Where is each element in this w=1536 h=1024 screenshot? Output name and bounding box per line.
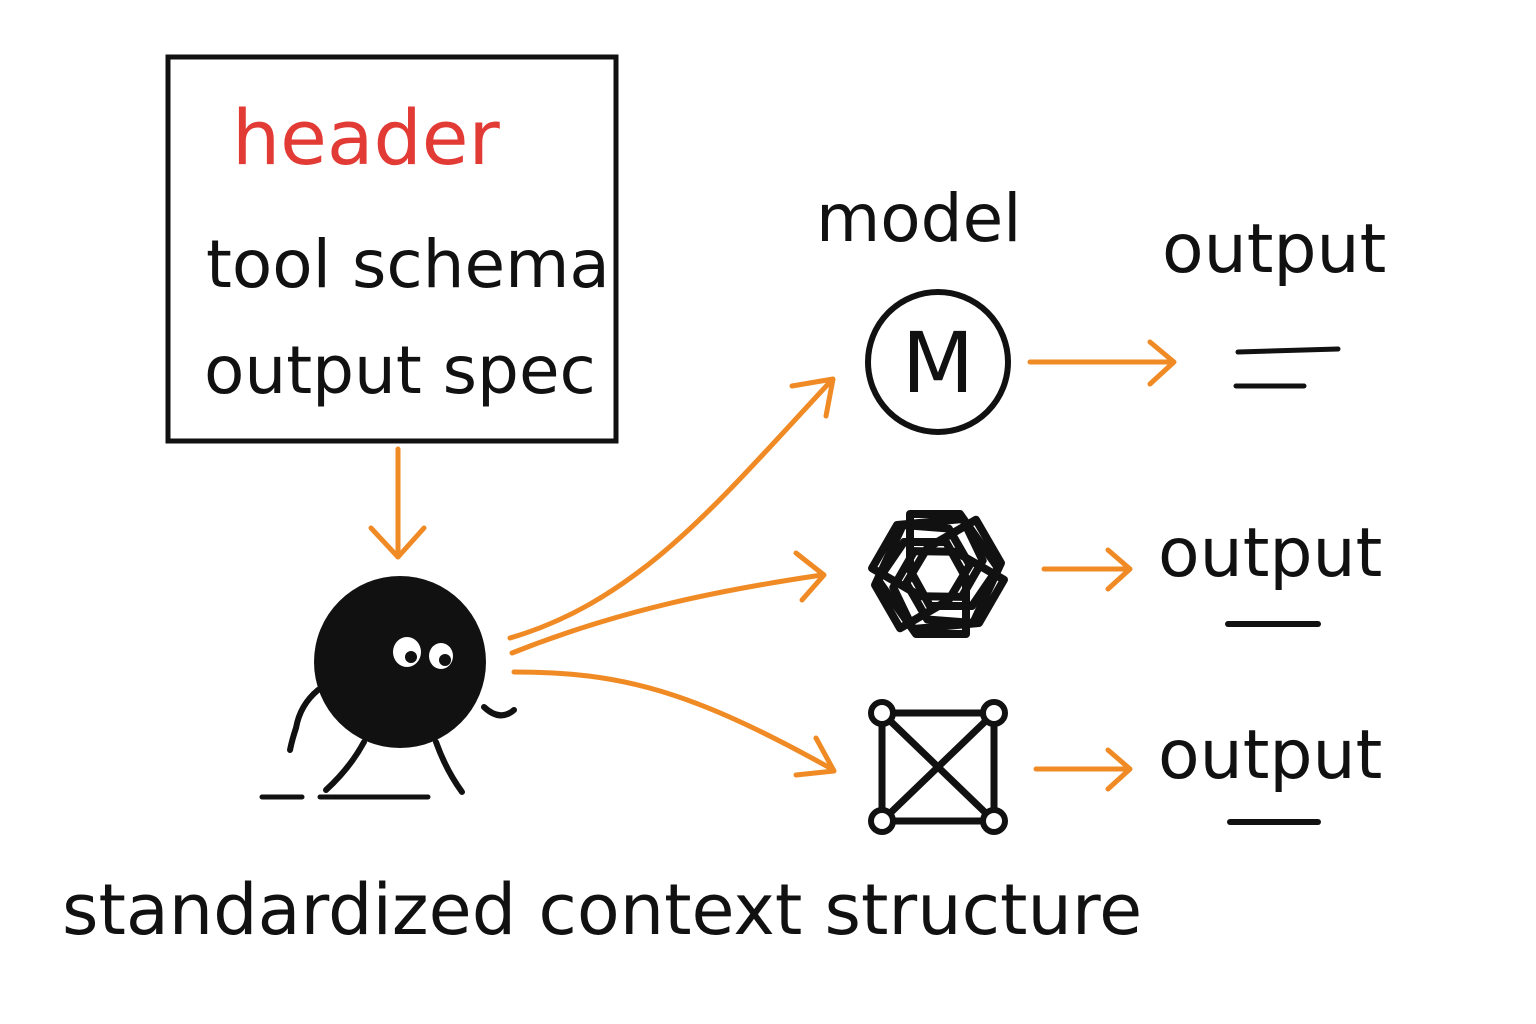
network-square-icon	[868, 699, 1008, 835]
model3-output-arrow	[1033, 747, 1133, 792]
openai-knot-icon	[868, 510, 1008, 638]
output-2: output	[1158, 514, 1382, 627]
header-to-character-arrow	[368, 446, 427, 560]
m-circle-letter: M	[902, 314, 974, 412]
model1-output-arrow	[1027, 339, 1177, 387]
m-circle-icon: M	[865, 289, 1011, 435]
output-1-label: output	[1162, 210, 1386, 289]
output-1: output	[1162, 210, 1386, 389]
output-3-label: output	[1158, 716, 1382, 795]
output-3: output	[1158, 716, 1382, 825]
arrow-to-model-1	[507, 376, 836, 641]
diagram-caption: standardized context structure	[62, 869, 1142, 951]
output-2-label: output	[1158, 514, 1382, 593]
model2-output-arrow	[1041, 547, 1133, 592]
header-box: header tool schema output spec	[165, 54, 619, 444]
header-title: header	[232, 93, 500, 182]
arrow-to-model-2	[509, 550, 827, 656]
header-line-tool-schema: tool schema	[206, 226, 610, 303]
model-column-label: model	[816, 180, 1022, 257]
header-line-output-spec: output spec	[204, 332, 596, 409]
arrow-to-model-3	[511, 669, 837, 778]
blob-character-icon	[259, 576, 517, 800]
